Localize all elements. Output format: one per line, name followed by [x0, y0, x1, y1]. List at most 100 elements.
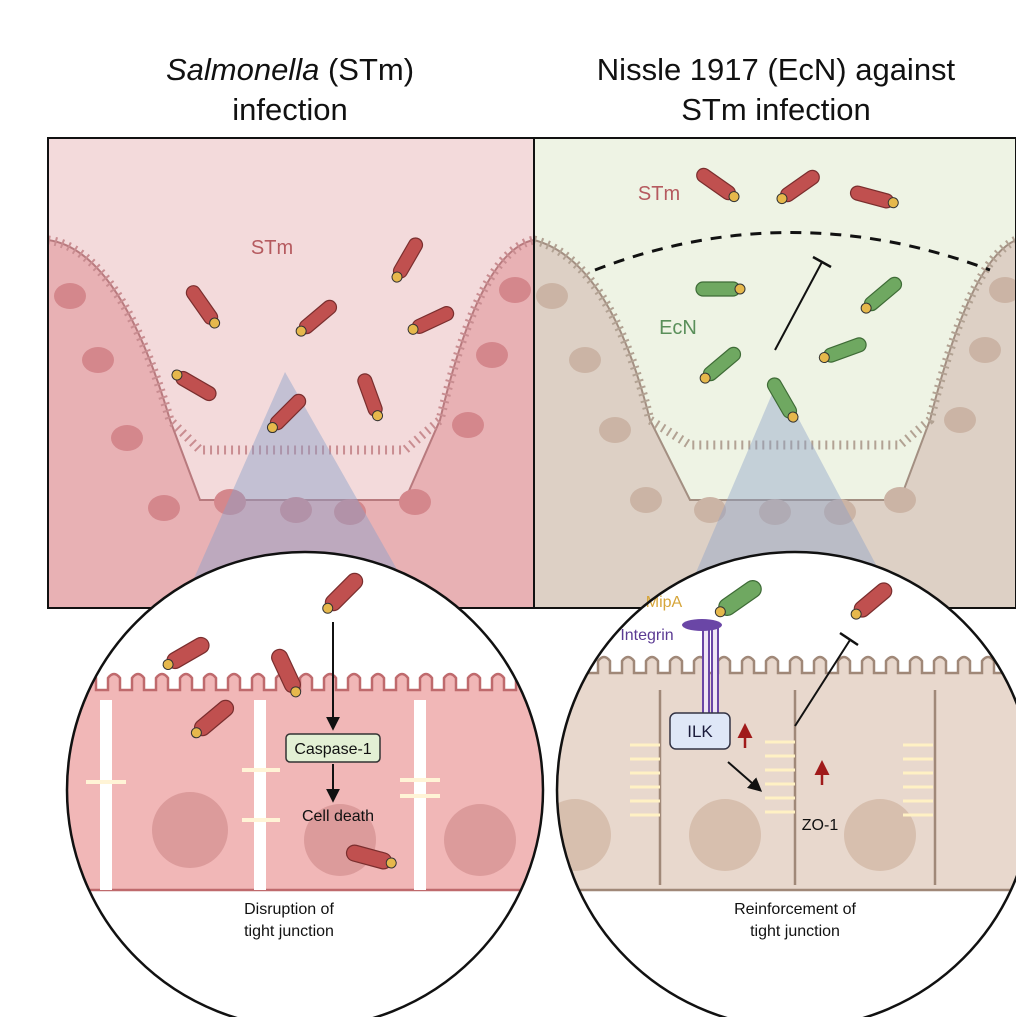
right-zoom-cone: [680, 380, 899, 608]
stm-bacterium-2-tip: [391, 271, 403, 283]
left-title: Salmonella (STm): [166, 52, 414, 87]
right-bacteria: [695, 167, 903, 423]
zoom-stm-bacterium-2-tip: [162, 659, 174, 670]
right-ecn-label: EcN: [659, 317, 697, 339]
left-nucleus-1: [152, 792, 228, 868]
stm-bacterium-5: [407, 306, 455, 335]
left-zoom-bacteria: [162, 572, 397, 870]
right-crypt-nucleus-6: [759, 499, 791, 525]
stm-bacterium-7-tip: [266, 422, 278, 434]
ecn-bacterium-1-tip: [734, 283, 746, 295]
left-panel: STm: [47, 137, 535, 609]
right-circle-border: [555, 550, 1016, 1022]
left-crypt-nucleus-7: [334, 499, 366, 525]
zoom-inhibition-bar: [839, 631, 859, 647]
right-zoom-circle: MipA Integrin ILK ZO-1 Reinforcement of …: [555, 550, 1016, 1022]
left-circle-border: [65, 550, 545, 1022]
right-stm-bacterium-2-tip: [776, 193, 788, 205]
left-crypt-nucleus-2: [82, 347, 114, 373]
left-crypt: [48, 235, 534, 608]
stm-bacterium-4: [171, 369, 217, 402]
right-tight-junctions: [630, 740, 933, 817]
left-crypt-cells: [54, 277, 531, 525]
left-crypt-nucleus-8: [399, 489, 431, 515]
right-nucleus-1: [689, 799, 761, 871]
left-title-rest: (STm): [319, 52, 414, 87]
ecn-bacterium-2-tip: [860, 302, 872, 314]
stm-bacterium-1-tip: [209, 317, 221, 329]
integrin-stalk-left: [702, 626, 710, 716]
right-crypt-nucleus-1: [536, 283, 568, 309]
right-nucleus-2: [844, 799, 916, 871]
right-zoom-bacteria: [714, 580, 893, 620]
mipa-label: MipA: [646, 594, 683, 611]
stm-bacterium-4-tip: [171, 369, 183, 381]
left-crypt-nucleus-9: [452, 412, 484, 438]
zoom-stm-bacterium-1-tip: [322, 602, 334, 614]
left-nucleus-3: [444, 804, 516, 876]
left-gap-1: [100, 700, 112, 890]
right-caption-line1: Reinforcement of: [734, 901, 856, 918]
right-stm-bacterium-2: [776, 169, 820, 205]
right-crypt-nucleus-3: [599, 417, 631, 443]
ecn-inhibition-bar: [812, 255, 832, 269]
zoom-stm-bacterium: [850, 582, 893, 620]
left-crypt-nucleus-3: [111, 425, 143, 451]
zoom-stm-bacterium-tip: [850, 608, 862, 620]
left-crypt-nucleus-5: [214, 489, 246, 515]
ecn-bacterium-3-tip: [818, 352, 830, 364]
right-crypt-nucleus-8: [884, 487, 916, 513]
right-crypt-nucleus-7: [824, 499, 856, 525]
ilk-to-zo1-arrow: [727, 761, 763, 792]
right-zoom-cells: [557, 655, 1016, 892]
left-caption-line1: Disruption of: [244, 901, 334, 918]
cell-death-label: Cell death: [302, 808, 374, 825]
left-zoom-cells: [67, 672, 543, 892]
integrin-label: Integrin: [620, 627, 673, 644]
right-zoom-cell-layer: [557, 655, 1016, 892]
right-crypt-nucleus-2: [569, 347, 601, 373]
right-crypt-nucleus-9: [944, 407, 976, 433]
left-stm-label: STm: [251, 237, 293, 259]
caspase-label: Caspase-1: [294, 741, 371, 758]
ecn-bacterium-3: [818, 337, 867, 364]
right-crypt-nucleus-4: [630, 487, 662, 513]
stm-bacterium-2: [391, 237, 424, 283]
ecn-inhibition-line: [774, 261, 823, 351]
zoom-ecn-bacterium-tip: [714, 606, 726, 618]
right-crypt-nucleus-10: [969, 337, 1001, 363]
zoom-stm-bacterium-4-tip: [190, 727, 202, 739]
right-crypt: [534, 235, 1016, 608]
ilk-box: [669, 712, 731, 750]
zo1-label: ZO-1: [802, 817, 839, 834]
integrin-head: [682, 619, 722, 631]
left-caption-line2: tight junction: [244, 923, 334, 940]
stm-bacterium-6: [357, 373, 384, 422]
right-crypt-nucleus-11: [989, 277, 1016, 303]
left-crypt-nucleus-4: [148, 495, 180, 521]
right-nucleus-3: [557, 799, 611, 871]
right-caption-line2: tight junction: [750, 923, 840, 940]
left-title-italic: Salmonella: [166, 52, 319, 87]
right-panel: STm EcN: [533, 137, 1016, 609]
right-crypt-epithelium: [534, 238, 1016, 608]
left-crypt-nucleus-1: [54, 283, 86, 309]
stm-bacterium-3-tip: [295, 325, 307, 337]
ecn-bacterium-4-tip: [699, 372, 711, 384]
stm-bacterium-5-tip: [407, 323, 419, 335]
zoom-stm-bacterium-5: [345, 844, 397, 870]
stm-bacterium-3: [295, 299, 338, 337]
left-zoom-circle: Caspase-1 Cell death Disruption of tight…: [65, 550, 545, 1022]
ecn-bacterium-5: [766, 377, 799, 423]
left-gap-2: [254, 700, 266, 890]
left-crypt-nucleus-11: [499, 277, 531, 303]
right-crypt-cells: [536, 277, 1016, 525]
ecn-bacterium-4: [699, 346, 742, 384]
ecn-bacterium-2: [860, 276, 903, 314]
left-title-line2: infection: [232, 92, 347, 127]
zoom-stm-bacterium-5-tip: [385, 857, 397, 869]
left-crypt-nucleus-6: [280, 497, 312, 523]
right-stm-bacterium-1-tip: [728, 191, 740, 203]
right-stm-bacterium-3: [849, 185, 899, 209]
